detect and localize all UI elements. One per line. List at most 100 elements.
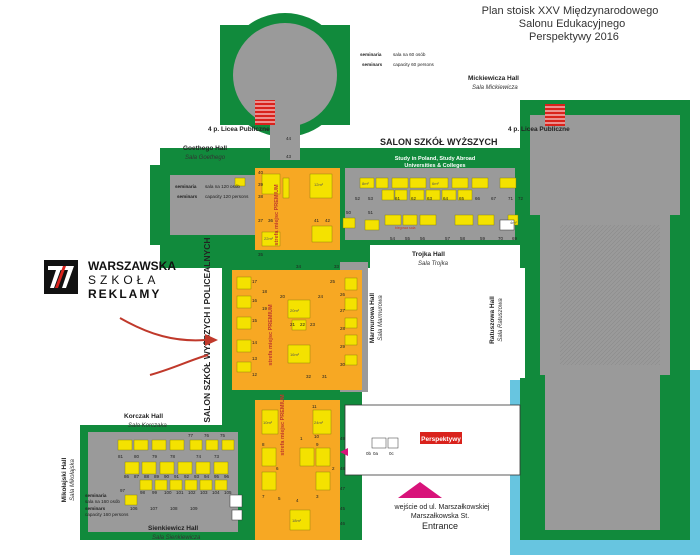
stand-number: 92 xyxy=(184,474,190,479)
hall-ratuszowa: Ratuszowa Hall xyxy=(489,296,496,344)
study-line-1: Study in Poland, Study Abroad xyxy=(395,156,475,162)
hall-mickiewicza-sub: Sala Mickiewicza xyxy=(472,85,518,91)
stand-number: 79 xyxy=(152,454,158,459)
stand-number: 15 xyxy=(252,318,258,323)
stand-number: 45 xyxy=(340,506,346,511)
stand-number: 96 xyxy=(224,474,230,479)
stand-number: 104 xyxy=(212,490,220,495)
stand-number: 38 xyxy=(258,194,264,199)
stand-number: 54 xyxy=(390,236,396,241)
stand-number: 27 xyxy=(340,308,346,313)
stand-number: 72 xyxy=(518,196,524,201)
stand-number: 32 xyxy=(306,374,312,379)
stand-number: 95 xyxy=(214,474,220,479)
stand-number: 19 xyxy=(262,306,268,311)
stand-number: 6 xyxy=(276,466,279,471)
stand-number: 25 xyxy=(330,279,336,284)
hall-goethego-sub: Sala Goethego xyxy=(185,155,226,161)
stand-number: 58 xyxy=(460,236,466,241)
stand-number: 81 xyxy=(118,454,124,459)
stand-number: 107 xyxy=(150,506,158,511)
perspektywy-sign xyxy=(420,432,462,444)
stand-number: 49 xyxy=(340,436,346,441)
stand-number: 47 xyxy=(340,486,346,491)
stand-number: 0a xyxy=(373,451,379,456)
stand-number: 33 xyxy=(334,264,340,269)
seminar-mikol-l2b: capacity 160 persons xyxy=(85,512,129,517)
stand-number: 93 xyxy=(194,474,200,479)
red-arrow-head-icon xyxy=(205,334,218,346)
seminar-goethe-l2b: capacity 120 persons xyxy=(205,194,249,199)
entrance-arrow-icon xyxy=(398,482,442,498)
stand-number: 97 xyxy=(120,488,126,493)
stand-number: 12 xyxy=(252,372,258,377)
seminar-mickiewicza: seminaria sala na 60 osób seminars capac… xyxy=(360,52,435,67)
stand-number: 30 xyxy=(340,362,346,367)
wsr-logo-icon xyxy=(48,266,74,288)
stand-number: 67 xyxy=(491,196,497,201)
stand-number: 23 xyxy=(310,322,316,327)
stand-number: 17 xyxy=(252,279,258,284)
stand-number: 1 xyxy=(300,436,303,441)
stand-number: 14 xyxy=(252,340,258,345)
hall-sienkiewicz-sub: Sala Sienkiewicza xyxy=(152,535,201,541)
stand-number: 36 xyxy=(268,218,274,223)
stand-number: 26 xyxy=(340,292,346,297)
stand-number: 102 xyxy=(188,490,196,495)
seminar-goethe-l1b: sala na 120 osób xyxy=(205,184,240,189)
stand-number: 100 xyxy=(164,490,172,495)
sqm-label: 10m² xyxy=(263,420,273,425)
stand-number: 11 xyxy=(312,404,317,409)
seminar-mikol-l1: seminaria xyxy=(85,493,107,498)
stand-number: 43 xyxy=(286,154,292,159)
hall-ratuszowa-sub: Sala Ratuszowa xyxy=(498,298,504,342)
stand-number: 66 xyxy=(475,196,481,201)
stand-number: 109 xyxy=(190,506,198,511)
ratuszowa-court xyxy=(470,268,525,378)
stand-number: 5 xyxy=(278,496,281,501)
stand-number: 62 xyxy=(411,196,417,201)
stand-number: 44 xyxy=(286,136,292,141)
stand-number: 51 xyxy=(368,210,374,215)
stand-number: 91 xyxy=(174,474,180,479)
stand-number: 0b xyxy=(366,451,372,456)
stand-number: 78 xyxy=(170,454,176,459)
stand-number: 21 xyxy=(290,322,296,327)
salon-wyzszych-label: SALON SZKÓŁ WYŻSZYCH xyxy=(380,136,498,147)
licea-right-label: 4 p. Licea Publiczne xyxy=(508,126,570,133)
stand-number: 74 xyxy=(196,454,202,459)
stand-number: 16 xyxy=(252,298,258,303)
stand-number: 75 xyxy=(220,433,226,438)
entrance-line-1: wejście od ul. Marszałkowskiej xyxy=(394,504,490,511)
stand-number: 13 xyxy=(252,356,258,361)
sqm-label: 22m² xyxy=(264,236,274,241)
stand-number: 59 xyxy=(480,236,486,241)
stand-number: 103 xyxy=(200,490,208,495)
logo-line-1: WARSZAWSKA xyxy=(88,259,176,273)
premium-label-top: strefa miejsc PREMIUM xyxy=(274,184,280,246)
sqm-label: 12m² xyxy=(314,182,324,187)
salon-policealnych-label: SALON SZKÓŁ WYŻSZYCH I POLICEALNYCH xyxy=(201,237,212,422)
stand-number: 7 xyxy=(262,494,265,499)
stand-number: 10 xyxy=(314,434,320,439)
perspektywy-sign-text: Perspektywy xyxy=(421,436,461,443)
seminar-mikolajska: seminaria sala na 160 osób seminars capa… xyxy=(85,493,129,517)
entrance-line-2: Marszałkowska St. xyxy=(411,513,469,520)
stand-number: 20 xyxy=(280,294,286,299)
stand-number: 4 xyxy=(296,498,299,503)
stand-number: 89 xyxy=(154,474,160,479)
hall-sienkiewicz: Sienkiewicz Hall xyxy=(148,525,198,532)
hatched-floor-right xyxy=(560,225,660,365)
stairs-left xyxy=(255,100,275,125)
stand-number: 87 xyxy=(134,474,140,479)
stand-number: 61 xyxy=(395,196,401,201)
stand-number: 98 xyxy=(140,490,146,495)
stand-number: 106 xyxy=(130,506,138,511)
stand-number: 29 xyxy=(340,344,346,349)
stand-number: 70 xyxy=(498,236,504,241)
stand-number: 90 xyxy=(164,474,170,479)
hall-marmurowa-sub: Sala Marmurowa xyxy=(378,295,384,341)
hall-mikolajska: Mikołajski Hall xyxy=(61,457,68,502)
stand-number: 73 xyxy=(214,454,220,459)
